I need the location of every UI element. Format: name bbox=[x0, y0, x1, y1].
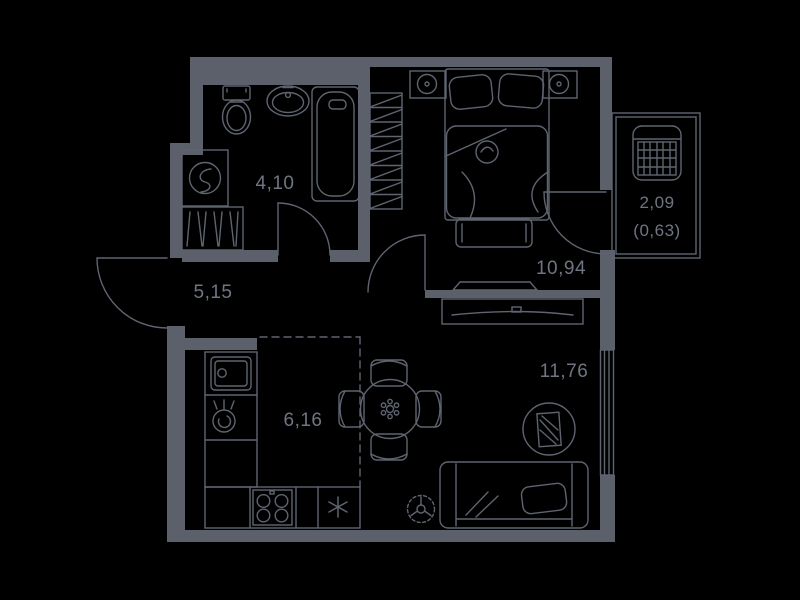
chair-right-icon bbox=[415, 390, 442, 428]
room-label-balcony-coeff: (0,63) bbox=[633, 221, 680, 240]
toilet-icon bbox=[221, 85, 252, 135]
walls bbox=[167, 57, 615, 542]
wall-top bbox=[190, 57, 612, 67]
chair-top-icon bbox=[370, 359, 408, 387]
sofa-icon bbox=[439, 461, 589, 529]
fridge-snowflake-icon bbox=[328, 496, 348, 518]
room-label-bedroom: 10,94 bbox=[536, 258, 586, 279]
floor-lamp-icon bbox=[406, 494, 436, 524]
washing-machine-icon bbox=[181, 149, 229, 207]
decor-pouf-icon bbox=[522, 402, 576, 456]
wall-bath-bottom-right bbox=[330, 250, 370, 262]
coat-rack-icon bbox=[181, 206, 244, 251]
bedroom-door bbox=[367, 234, 426, 293]
wall-left-mid bbox=[170, 143, 182, 258]
nightstand-right-icon bbox=[542, 70, 578, 99]
wall-bottom bbox=[167, 530, 615, 542]
wall-bath-bottom-left bbox=[182, 250, 278, 262]
bed-bench-icon bbox=[455, 218, 533, 248]
basket-icon bbox=[632, 125, 682, 181]
stove-icon bbox=[252, 489, 293, 526]
kitchen-counter bbox=[204, 351, 361, 529]
room-label-balcony-area: 2,09 bbox=[639, 193, 674, 212]
chair-left-icon bbox=[338, 390, 365, 428]
wardrobe-icon bbox=[369, 92, 403, 210]
wall-bath-bedroom-divider bbox=[358, 67, 370, 262]
wall-left-low bbox=[167, 326, 185, 542]
bathtub-icon bbox=[311, 86, 360, 202]
nightstand-left-icon bbox=[409, 70, 447, 99]
wall-right-top bbox=[600, 57, 612, 190]
dining-table-icon bbox=[359, 378, 421, 440]
chair-bottom-icon bbox=[370, 433, 408, 461]
bath-sink-icon bbox=[266, 85, 310, 117]
wall-bath-left bbox=[190, 57, 203, 145]
room-label-living-room: 11,76 bbox=[540, 361, 589, 382]
bathroom-door bbox=[277, 202, 331, 256]
bedroom-tv-icon bbox=[451, 281, 539, 291]
tv-stand-icon bbox=[441, 298, 584, 325]
room-label-bathroom: 4,10 bbox=[256, 173, 295, 194]
window-living-room bbox=[599, 349, 615, 476]
wall-bedroom-bottom bbox=[425, 290, 615, 298]
boiler-icon bbox=[212, 399, 236, 433]
entrance-door bbox=[96, 257, 168, 329]
wall-hallway-stub bbox=[185, 338, 257, 350]
room-label-hallway: 5,15 bbox=[194, 282, 233, 303]
wall-right-low bbox=[600, 475, 615, 542]
bed-icon bbox=[444, 68, 550, 221]
wall-bath-shaft bbox=[203, 67, 358, 85]
balcony-glazing bbox=[611, 112, 701, 259]
kitchen-sink-icon bbox=[210, 356, 252, 391]
room-label-kitchen: 6,16 bbox=[284, 410, 323, 431]
wall-right-pier bbox=[600, 250, 615, 350]
balcony-door bbox=[543, 191, 607, 255]
